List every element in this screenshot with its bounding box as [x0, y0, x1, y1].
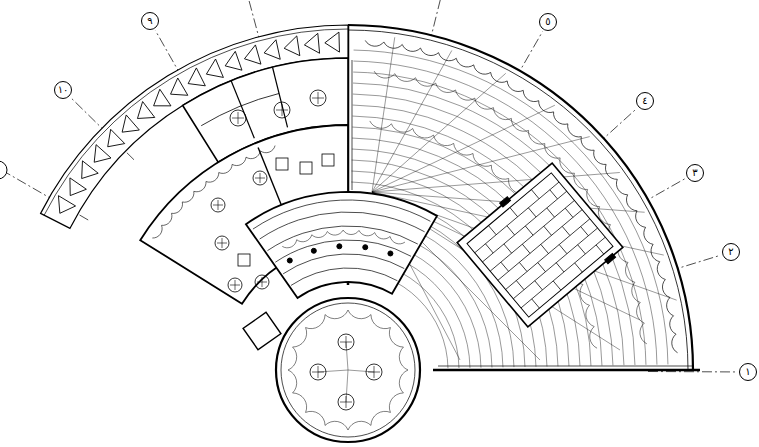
- fixture: [211, 198, 225, 212]
- band-triangle: [94, 145, 111, 163]
- step-arc: [260, 212, 425, 239]
- band-triangle: [70, 178, 86, 196]
- callout-number: ٢: [722, 243, 740, 261]
- band-triangle: [244, 45, 260, 64]
- callout-number: ٩: [141, 12, 159, 30]
- callout-text: ٢: [728, 247, 733, 257]
- spot: [363, 245, 368, 250]
- band-triangle: [58, 196, 75, 214]
- band-triangle: [225, 51, 242, 70]
- wall: [433, 369, 700, 372]
- fixture-cross: [276, 104, 288, 116]
- fixture: [274, 102, 290, 118]
- spot: [287, 258, 292, 263]
- callout-text: ٤: [642, 96, 647, 106]
- band-triangle: [264, 40, 280, 60]
- partition: [201, 93, 279, 125]
- entrance: [243, 312, 281, 349]
- callout-text: ٩: [147, 16, 152, 26]
- band-triangle: [137, 102, 154, 119]
- fixture: [255, 275, 269, 289]
- ceiling-cove: [288, 310, 408, 430]
- light-wire: [372, 37, 395, 192]
- fixture: [228, 278, 242, 292]
- band-triangle: [206, 59, 223, 77]
- round-room: [276, 298, 420, 442]
- fixture: [238, 254, 250, 266]
- spot: [337, 244, 342, 249]
- fixture: [310, 90, 326, 106]
- plan-lines: [0, 0, 737, 442]
- band-triangle: [171, 78, 188, 95]
- band-triangle: [122, 115, 139, 132]
- callout-text: ٣: [692, 168, 697, 178]
- fixture: [300, 162, 312, 174]
- fixture-cross: [232, 112, 244, 124]
- light-wire: [318, 370, 348, 372]
- wall: [438, 366, 693, 367]
- light-wire: [372, 73, 506, 192]
- stepped-ceiling: [246, 192, 437, 298]
- step-arc: [267, 226, 417, 251]
- callout-text: ١: [745, 367, 750, 377]
- callout-text: ١٠: [58, 85, 69, 95]
- fixture: [322, 154, 334, 166]
- partition: [231, 81, 254, 138]
- light-wire: [346, 342, 348, 370]
- spot: [311, 248, 316, 253]
- callout-text: ٥: [545, 17, 550, 27]
- ceiling-cove: [282, 230, 405, 248]
- fixture: [215, 236, 229, 250]
- fan-ground: [348, 25, 693, 370]
- light-wire: [372, 105, 555, 192]
- light-wire: [346, 370, 348, 402]
- light-wire: [348, 370, 374, 372]
- fixture-cross: [257, 277, 267, 287]
- band-triangle: [188, 68, 205, 86]
- band-triangle: [154, 89, 171, 106]
- fixture-cross: [213, 200, 223, 210]
- light-wire: [372, 173, 620, 192]
- light-wire: [372, 50, 452, 192]
- fixture-cross: [312, 92, 324, 104]
- step-arc: [253, 200, 430, 229]
- fixture-cross: [217, 238, 227, 248]
- band-triangle: [304, 33, 319, 53]
- fixture: [230, 110, 246, 126]
- callout-number: ١: [739, 363, 757, 381]
- fixture: [253, 171, 267, 185]
- band-triangle: [82, 161, 99, 179]
- spot: [388, 251, 393, 256]
- band-triangle: [108, 129, 125, 146]
- skylight: [455, 161, 625, 330]
- callout-number: ١٠: [54, 81, 72, 99]
- partition: [273, 67, 288, 127]
- callout-number: ٤: [636, 92, 654, 110]
- step-arc: [283, 254, 404, 274]
- round-room: [281, 303, 415, 437]
- fixture-cross: [230, 280, 240, 290]
- fixture: [276, 158, 288, 170]
- cut-callout: [0, 161, 7, 179]
- band-triangle: [284, 36, 300, 56]
- fixture-cross: [255, 173, 265, 183]
- band-triangle: [325, 32, 340, 52]
- callout-number: ٥: [539, 13, 557, 31]
- callout-number: ٣: [686, 164, 704, 182]
- outer-wall: [348, 25, 693, 370]
- ceiling-cove: [365, 40, 677, 352]
- wall: [352, 60, 353, 190]
- step-arc: [291, 268, 397, 285]
